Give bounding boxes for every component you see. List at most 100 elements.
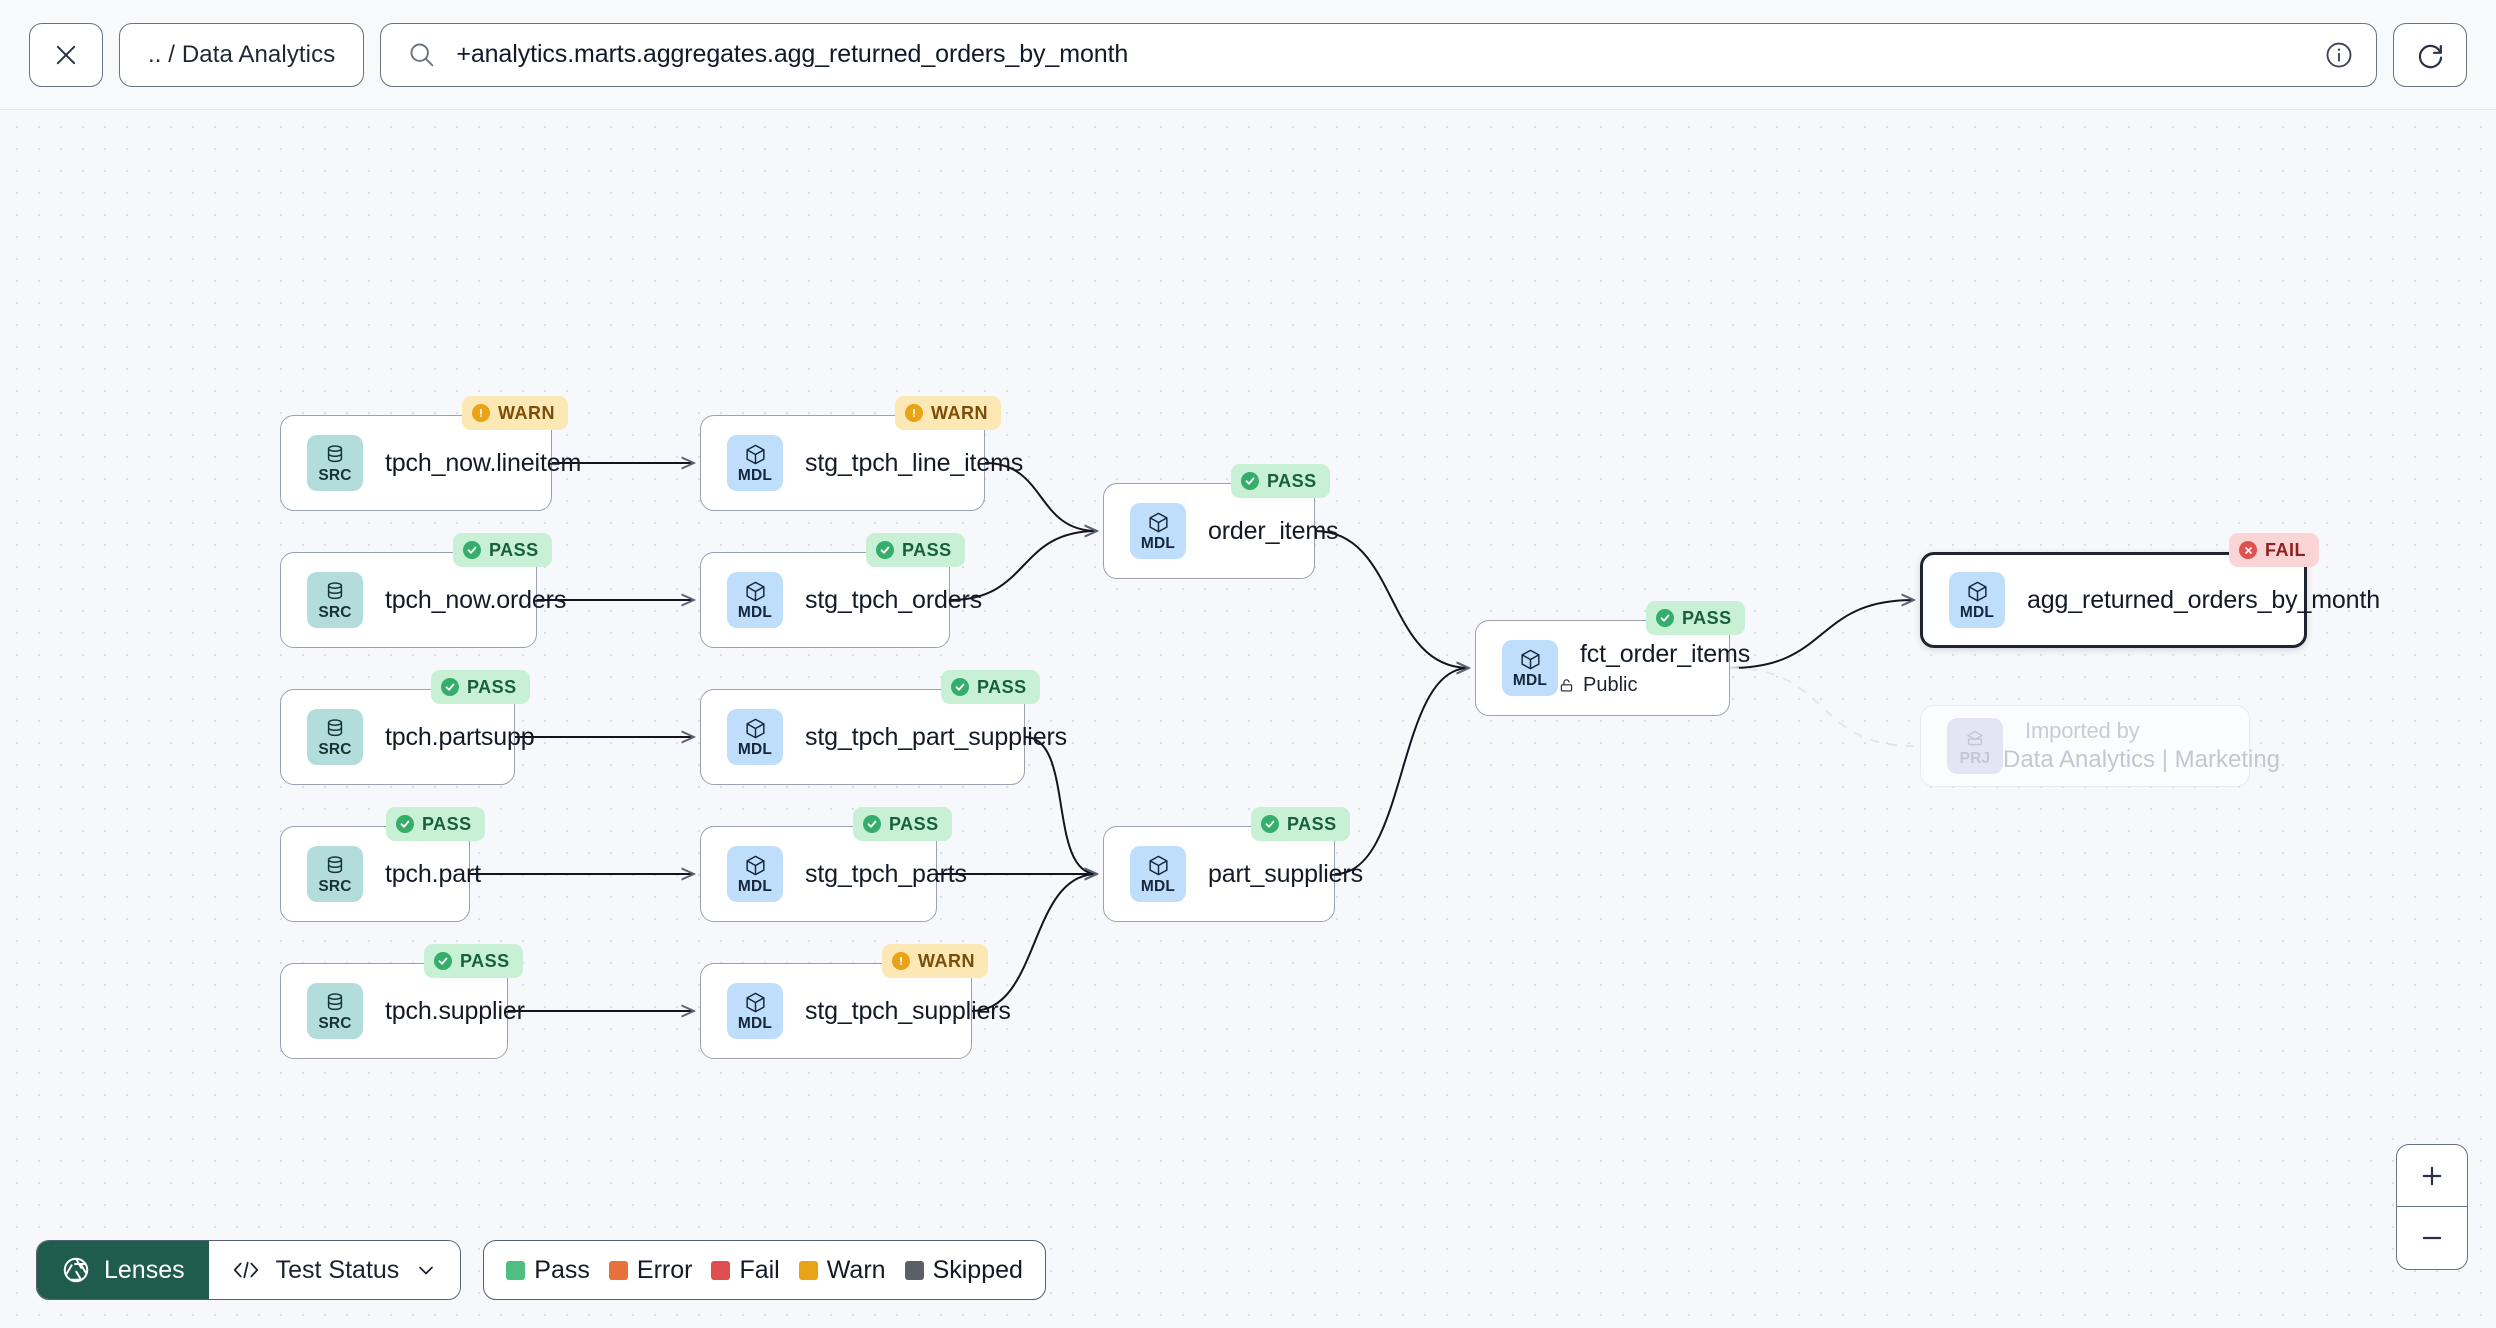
node-type-label: SRC [318, 877, 352, 895]
legend-item-warn[interactable]: Warn [798, 1255, 886, 1285]
close-button[interactable] [29, 22, 103, 87]
zoom-out-button[interactable] [2397, 1207, 2467, 1269]
legend-label: Warn [826, 1255, 886, 1284]
edge-fct_order_items-to-agg_returned_orders_by_month [1729, 600, 1914, 669]
status-badge-pass[interactable]: PASS [941, 670, 1040, 704]
search-bar[interactable] [380, 22, 2377, 87]
status-badge-pass[interactable]: PASS [853, 807, 952, 841]
status-label: PASS [460, 950, 510, 971]
status-dot [396, 815, 414, 833]
graph-node-stg_tpch_suppliers[interactable]: MDL stg_tpch_suppliers [700, 963, 1011, 1059]
node-type-badge-mdl: MDL [727, 846, 783, 902]
cube-icon [1148, 512, 1168, 533]
check-icon [880, 546, 890, 554]
status-badge-pass[interactable]: PASS [386, 807, 485, 841]
status-badge-pass[interactable]: PASS [1646, 601, 1745, 635]
database-icon [327, 719, 343, 736]
cube-icon [745, 855, 765, 876]
check-icon [438, 957, 448, 965]
node-type-badge-src: SRC [307, 983, 363, 1039]
status-label: PASS [422, 813, 472, 834]
node-text: tpch.part [363, 860, 481, 889]
node-type-badge-src: SRC [307, 709, 363, 765]
node-type-label: SRC [318, 466, 352, 484]
status-badge-pass[interactable]: PASS [431, 670, 530, 704]
node-text: tpch_now.lineitem [363, 449, 581, 478]
graph-node-tpch_now_lineitem[interactable]: SRC tpch_now.lineitem [280, 415, 581, 511]
zoom-in-button[interactable] [2397, 1145, 2467, 1207]
status-dot [1241, 472, 1259, 490]
node-label: tpch_now.orders [385, 585, 567, 614]
status-dot [951, 678, 969, 696]
node-label: fct_order_items [1580, 639, 1751, 668]
breadcrumb-label: .. / Data Analytics [148, 40, 336, 68]
minus-icon [2422, 1236, 2442, 1240]
legend-swatch [711, 1260, 731, 1280]
info-icon[interactable] [2324, 40, 2354, 70]
status-label: PASS [1287, 813, 1337, 834]
legend-item-skipped[interactable]: Skipped [904, 1256, 1023, 1285]
status-badge-warn[interactable]: WARN [462, 396, 568, 430]
status-dot [1656, 609, 1674, 627]
status-badge-warn[interactable]: WARN [895, 396, 1001, 430]
node-label: stg_tpch_suppliers [805, 996, 1011, 1025]
node-type-badge-mdl: MDL [727, 983, 783, 1039]
node-text: tpch_now.orders [363, 586, 566, 615]
status-badge-pass[interactable]: PASS [1251, 807, 1350, 841]
status-dot [876, 541, 894, 559]
node-text: order_items [1186, 517, 1339, 546]
status-badge-pass[interactable]: PASS [424, 944, 523, 978]
check-icon [867, 820, 877, 828]
status-label: FAIL [2265, 539, 2306, 560]
search-input[interactable] [456, 40, 2304, 69]
legend-swatch [904, 1260, 924, 1280]
node-text: part_suppliers [1186, 860, 1363, 889]
status-badge-fail[interactable]: FAIL [2229, 533, 2319, 567]
node-type-label: MDL [1959, 604, 1995, 622]
check-icon [955, 683, 965, 691]
cube-icon [1967, 581, 1987, 602]
node-label: tpch.partsupp [385, 722, 535, 751]
status-label: PASS [1267, 470, 1317, 491]
status-badge-warn[interactable]: WARN [882, 944, 988, 978]
close-icon [56, 45, 76, 64]
refresh-button[interactable] [2393, 22, 2467, 87]
status-legend: Pass Error Fail Warn Skipped [483, 1240, 1046, 1300]
plus-icon [2422, 1166, 2442, 1185]
status-badge-pass[interactable]: PASS [1231, 464, 1330, 498]
node-type-badge-mdl: MDL [727, 572, 783, 628]
status-badge-pass[interactable]: PASS [453, 533, 552, 567]
search-icon [410, 43, 434, 67]
node-type-label: SRC [318, 1014, 352, 1032]
breadcrumb[interactable]: .. / Data Analytics [119, 22, 365, 87]
check-icon [400, 820, 410, 828]
legend-item-error[interactable]: Error [608, 1256, 692, 1285]
graph-node-tpch_part[interactable]: SRC tpch.part [280, 826, 481, 922]
node-label: part_suppliers [1208, 859, 1363, 888]
lenses-button[interactable]: Lenses [37, 1241, 209, 1299]
legend-item-pass[interactable]: Pass [506, 1256, 590, 1285]
node-text: stg_tpch_parts [783, 860, 967, 889]
legend-item-fail[interactable]: Fail [711, 1256, 780, 1285]
node-type-badge-mdl: MDL [727, 709, 783, 765]
node-text: stg_tpch_line_items [783, 449, 1023, 478]
code-icon [233, 1261, 258, 1279]
node-label: stg_tpch_parts [805, 859, 967, 888]
legend-swatch [608, 1260, 628, 1280]
status-badge-pass[interactable]: PASS [866, 533, 965, 567]
test-status-button[interactable]: Test Status [208, 1241, 461, 1299]
graph-node-tpch_partsupp[interactable]: SRC tpch.partsupp [280, 689, 535, 785]
node-text: tpch.partsupp [363, 723, 535, 752]
